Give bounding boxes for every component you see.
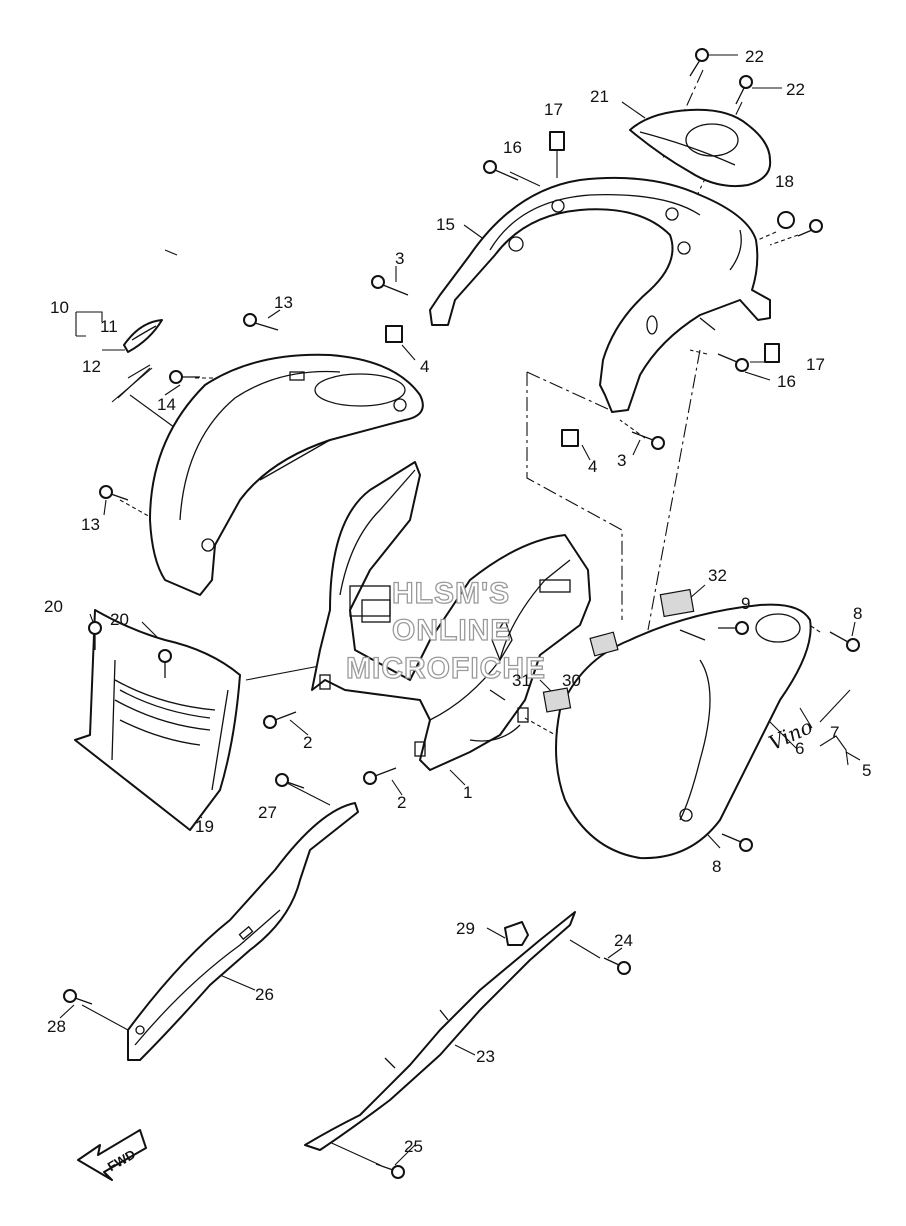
- leg-shield-part-1: [311, 461, 591, 771]
- callout-3b: 3: [617, 451, 626, 470]
- watermark-line3: MICROFICHE: [346, 652, 546, 685]
- watermark: HLSM'S ONLINE MICROFICHE: [345, 576, 546, 685]
- screw-13a-icon: [243, 313, 279, 331]
- callout-14: 14: [157, 395, 176, 414]
- callout-17a: 17: [544, 100, 563, 119]
- screw-3a-icon: [371, 275, 409, 296]
- decal-7-stripe-icon: [819, 689, 851, 723]
- nut-17b-icon: [764, 343, 780, 363]
- screw-2b-icon: [363, 767, 397, 785]
- callout-22a: 22: [745, 47, 764, 66]
- callout-8a: 8: [853, 604, 862, 623]
- grommet-18-icon: [777, 211, 795, 229]
- callout-29: 29: [456, 919, 475, 938]
- callout-12: 12: [82, 357, 101, 376]
- callout-18: 18: [775, 172, 794, 191]
- screw-22b-icon: [735, 75, 753, 105]
- screw-9-icon: [718, 621, 749, 635]
- callout-24: 24: [614, 931, 633, 950]
- fasteners: [63, 48, 860, 1179]
- callout-5: 5: [862, 761, 871, 780]
- decal-11-icon: [123, 319, 163, 353]
- top-cover-part-21: [629, 108, 772, 188]
- screw-right-icon: [797, 219, 823, 237]
- screw-20a-icon: [88, 621, 102, 650]
- screw-25-icon: [375, 1163, 405, 1179]
- callout-15: 15: [436, 215, 455, 234]
- screw-28-icon: [63, 989, 93, 1005]
- lower-rail-part-23: [304, 911, 576, 1151]
- callout-4a: 4: [420, 357, 429, 376]
- callout-9: 9: [741, 594, 750, 613]
- handle-cover-part-15: [429, 176, 771, 413]
- screw-2a-icon: [263, 711, 297, 729]
- callout-25: 25: [404, 1137, 423, 1156]
- callout-20a: 20: [44, 597, 63, 616]
- screw-13b-icon: [99, 485, 129, 501]
- decal-12-stripe-icon: [117, 367, 151, 399]
- callout-30: 30: [562, 671, 581, 690]
- callout-16b: 16: [777, 372, 796, 391]
- front-panel-part-5: [542, 588, 812, 860]
- callout-2a: 2: [303, 733, 312, 752]
- screw-16a-icon: [483, 160, 519, 181]
- screw-27-icon: [275, 773, 305, 789]
- callout-22b: 22: [786, 80, 805, 99]
- decal-6-logo: Vino: [765, 714, 816, 755]
- watermark-line2: ONLINE: [392, 614, 511, 647]
- callout-28: 28: [47, 1017, 66, 1036]
- callout-8b: 8: [712, 857, 721, 876]
- callout-6: 6: [795, 739, 804, 758]
- callout-10: 10: [50, 298, 69, 317]
- callout-19: 19: [195, 817, 214, 836]
- screw-20b-icon: [158, 649, 172, 678]
- nut-4b-icon: [561, 429, 579, 447]
- callout-labels: 22 22 21 17 16 18 15 3 4 17 16 4 3 10 11…: [44, 47, 871, 1156]
- callout-20b: 20: [110, 610, 129, 629]
- callout-21: 21: [590, 87, 609, 106]
- callout-1: 1: [463, 783, 472, 802]
- callout-32: 32: [708, 566, 727, 585]
- callout-23: 23: [476, 1047, 495, 1066]
- callout-17b: 17: [806, 355, 825, 374]
- screw-16b-icon: [717, 353, 749, 372]
- nut-4a-icon: [385, 325, 403, 343]
- callout-26: 26: [255, 985, 274, 1004]
- screw-3b-icon: [631, 431, 665, 450]
- callout-16a: 16: [503, 138, 522, 157]
- screw-24-icon: [603, 957, 631, 975]
- clip-part-29: [504, 921, 529, 946]
- callout-27: 27: [258, 803, 277, 822]
- callout-4b: 4: [588, 457, 597, 476]
- inner-cover-part-14: [149, 353, 424, 596]
- callout-31: 31: [512, 671, 531, 690]
- screw-8a-icon: [829, 631, 860, 652]
- screw-14-icon: [169, 370, 200, 384]
- watermark-line1: HLSM'S: [392, 577, 510, 610]
- side-rail-part-26: [127, 802, 359, 1061]
- grille-part-19: [74, 609, 241, 831]
- decal-logo-text: Vino: [765, 714, 816, 755]
- callout-13b: 13: [81, 515, 100, 534]
- callout-13a: 13: [274, 293, 293, 312]
- callout-7: 7: [830, 723, 839, 742]
- callout-2b: 2: [397, 793, 406, 812]
- callout-11: 11: [100, 317, 118, 336]
- nut-17a-icon: [549, 131, 565, 151]
- fwd-arrow-icon: FWD: [77, 1129, 147, 1181]
- callout-3a: 3: [395, 249, 404, 268]
- screw-8b-icon: [721, 833, 753, 852]
- screw-22a-icon: [689, 48, 709, 77]
